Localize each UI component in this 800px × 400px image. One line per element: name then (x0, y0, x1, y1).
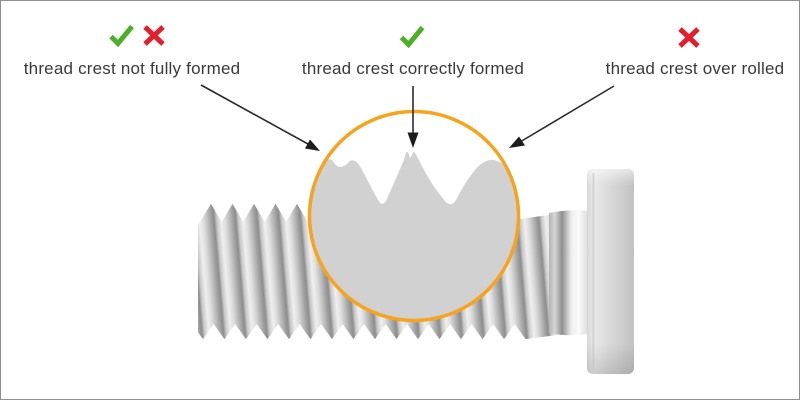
check-icon (399, 25, 425, 48)
arrow-center (407, 86, 419, 148)
magnifier-ring (307, 109, 521, 323)
right-label-icons (677, 26, 701, 49)
bolt-neck (549, 210, 589, 336)
cross-icon (678, 27, 700, 48)
check-icon (109, 24, 134, 47)
bolt-head (587, 169, 634, 374)
label-thread-crest-over-rolled: thread crest over rolled (605, 59, 785, 78)
label-thread-crest-correctly-formed: thread crest correctly formed (301, 59, 525, 78)
magnifier-lens (307, 109, 521, 323)
cross-icon (143, 24, 165, 46)
left-label-icons (108, 23, 166, 47)
center-label-icons (399, 24, 426, 48)
label-thread-crest-not-fully-formed: thread crest not fully formed (23, 59, 241, 78)
arrow-left (200, 84, 320, 151)
arrow-right (509, 85, 615, 148)
